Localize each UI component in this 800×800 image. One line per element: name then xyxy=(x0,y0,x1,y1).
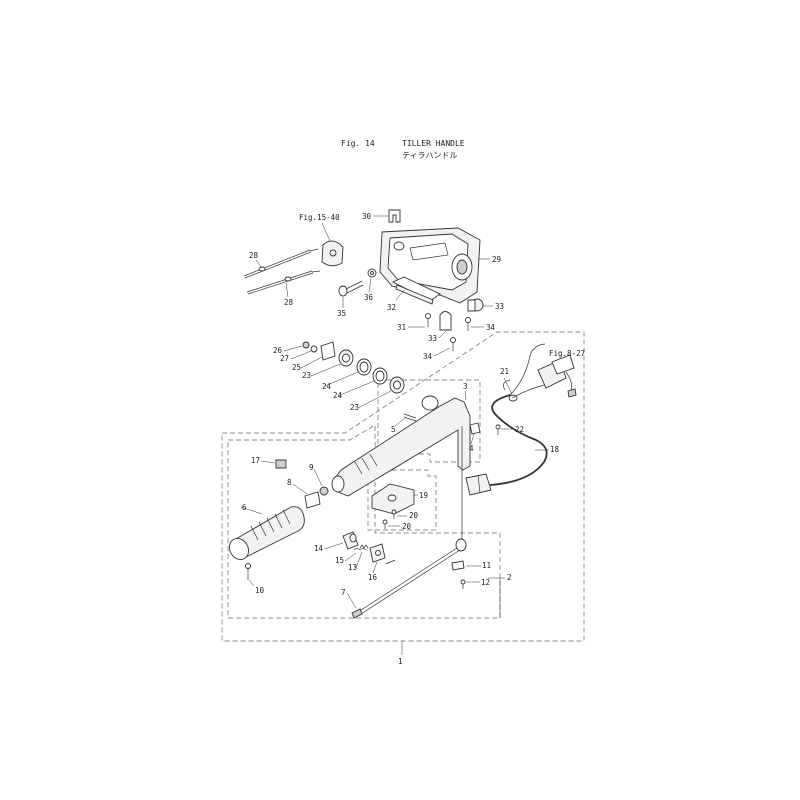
figure-title-japanese: ティラハンドル xyxy=(402,151,457,160)
part-8-bush xyxy=(304,491,321,509)
part-36-washer xyxy=(367,268,377,278)
callout-14: 14 xyxy=(314,544,324,553)
callout-24a: 24 xyxy=(322,382,332,391)
part-34-bolt-lower xyxy=(450,337,456,351)
callout-7: 7 xyxy=(341,588,346,597)
part-27-washer xyxy=(310,345,318,353)
callout-32: 32 xyxy=(387,303,396,312)
ref-fig-15-40: Fig.15-40 xyxy=(299,213,340,222)
callout-20b: 20 xyxy=(402,522,412,531)
part-11-clip xyxy=(451,560,465,571)
part-6-throttle-grip xyxy=(229,506,305,560)
part-23-bush-upper xyxy=(338,349,354,367)
part-2-throttle-rod xyxy=(455,426,467,552)
callout-31: 31 xyxy=(397,323,406,332)
callout-28b: 28 xyxy=(284,298,294,307)
callout-35: 35 xyxy=(337,309,346,318)
callout-6: 6 xyxy=(242,503,247,512)
part-31-bolt xyxy=(425,313,431,327)
callout-17: 17 xyxy=(251,456,260,465)
part-33-cap xyxy=(467,298,484,312)
callout-8: 8 xyxy=(287,478,292,487)
part-14-cap xyxy=(342,531,359,550)
part-33-clip xyxy=(439,311,452,331)
callout-36: 36 xyxy=(364,293,374,302)
callout-12: 12 xyxy=(481,578,490,587)
callout-19: 19 xyxy=(419,491,428,500)
callout-15: 15 xyxy=(335,556,344,565)
callout-25: 25 xyxy=(292,363,301,372)
figure-title-english: TILLER HANDLE xyxy=(402,139,465,148)
assembly-outline-3 xyxy=(377,379,481,463)
part-24-washer-upper xyxy=(356,358,372,376)
callout-21: 21 xyxy=(500,367,509,376)
callout-10: 10 xyxy=(255,586,265,595)
callout-23b: 23 xyxy=(350,403,359,412)
callout-22: 22 xyxy=(515,425,524,434)
part-12-screw xyxy=(460,579,466,589)
callout-11: 11 xyxy=(482,561,491,570)
part-24-washer-lower xyxy=(372,367,388,385)
callout-30: 30 xyxy=(362,212,372,221)
callout-23a: 23 xyxy=(302,371,311,380)
assembly-outline-4 xyxy=(367,469,437,531)
part-20-screw-a xyxy=(391,509,397,519)
part-13-spring xyxy=(359,544,369,549)
callout-2: 2 xyxy=(507,573,512,582)
part-16-screw xyxy=(385,559,396,565)
part-16-block xyxy=(369,543,386,563)
reference-part-fig-15-40 xyxy=(321,240,344,267)
callout-3: 3 xyxy=(463,382,468,391)
figure-number: Fig. 14 xyxy=(341,139,375,148)
assembly-outline-1 xyxy=(221,331,585,642)
part-15-spring xyxy=(353,547,367,551)
callout-28a: 28 xyxy=(249,251,259,260)
callout-26: 26 xyxy=(273,346,283,355)
part-23-bush-lower xyxy=(389,376,405,394)
part-34-bolt-upper xyxy=(465,317,471,331)
part-35-bolt xyxy=(338,280,364,297)
callout-24b: 24 xyxy=(333,391,343,400)
part-18-harness xyxy=(465,394,548,496)
part-25-plate xyxy=(320,341,336,361)
ref-fig-8-27: Fig.8-27 xyxy=(549,349,585,358)
part-22-screw xyxy=(495,424,501,435)
callout-9: 9 xyxy=(309,463,314,472)
assembly-outline-2 xyxy=(227,424,501,619)
callout-16: 16 xyxy=(368,573,378,582)
callout-13: 13 xyxy=(348,563,357,572)
callout-1: 1 xyxy=(398,657,403,666)
part-3-tiller-arm xyxy=(331,395,471,497)
part-28-cable-lower xyxy=(246,270,321,295)
callout-20a: 20 xyxy=(409,511,419,520)
part-4-clip xyxy=(469,422,481,435)
callout-18: 18 xyxy=(550,445,560,454)
reference-wiring-fig-8-27 xyxy=(509,343,577,399)
part-32-plate xyxy=(391,276,441,305)
callout-34a: 34 xyxy=(486,323,496,332)
part-19-switch xyxy=(371,483,415,515)
callout-34b: 34 xyxy=(423,352,433,361)
callout-5: 5 xyxy=(391,425,396,434)
callout-4: 4 xyxy=(469,444,474,453)
callout-33b: 33 xyxy=(428,334,437,343)
part-7-throttle-cable xyxy=(351,547,461,619)
part-26-nut xyxy=(302,341,310,349)
callout-33a: 33 xyxy=(495,302,504,311)
part-5-pin xyxy=(403,413,417,422)
part-28-cable-upper xyxy=(243,248,319,279)
callout-27: 27 xyxy=(280,354,289,363)
callout-29: 29 xyxy=(492,255,501,264)
part-10-screw xyxy=(245,563,251,580)
part-20-screw-b xyxy=(382,519,388,529)
part-9-nut xyxy=(319,486,329,496)
part-17-label xyxy=(275,459,287,469)
part-30-clip xyxy=(388,209,401,223)
